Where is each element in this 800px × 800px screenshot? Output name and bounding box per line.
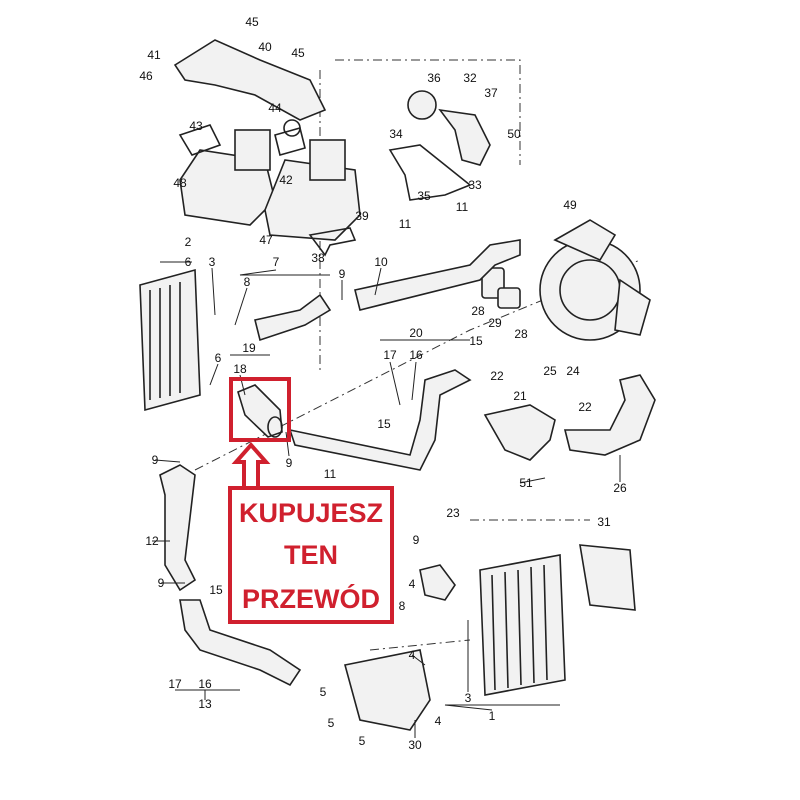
callout: 45 [291, 46, 305, 60]
charge-air-pipes [159, 239, 656, 687]
intercooler-right [344, 544, 636, 731]
callout: 7 [273, 255, 280, 269]
callout: 44 [268, 101, 282, 115]
callout: 26 [613, 481, 627, 495]
callout: 3 [209, 255, 216, 269]
callout: 17 [383, 348, 397, 362]
callout: 6 [185, 255, 192, 269]
callout: 13 [198, 697, 212, 711]
callout: 34 [389, 127, 403, 141]
callout: 9 [286, 456, 293, 470]
callout: 21 [513, 389, 527, 403]
callout: 4 [435, 714, 442, 728]
callout: 4 [409, 648, 416, 662]
callout: 11 [324, 467, 337, 481]
callout: 16 [198, 677, 212, 691]
callout: 29 [488, 316, 502, 330]
callout: 9 [413, 533, 420, 547]
callout: 3 [465, 691, 472, 705]
callout: 45 [245, 15, 259, 29]
callout: 35 [417, 189, 431, 203]
callout: 6 [215, 351, 222, 365]
callout: 32 [463, 71, 477, 85]
annotation-box [228, 486, 394, 624]
callout: 18 [233, 362, 247, 376]
callout: 8 [399, 599, 406, 613]
callout: 49 [563, 198, 577, 212]
callout: 20 [409, 326, 423, 340]
callout: 23 [446, 506, 460, 520]
callout: 8 [244, 275, 251, 289]
callout: 47 [259, 233, 273, 247]
callout: 50 [507, 127, 521, 141]
throttle-body-group [388, 90, 491, 201]
callout: 11 [399, 217, 412, 231]
callout: 31 [597, 515, 611, 529]
callout: 37 [484, 86, 498, 100]
callout: 30 [408, 738, 422, 752]
callout: 9 [152, 453, 159, 467]
annotation-line-1: KUPUJESZ [239, 498, 383, 528]
callout: 17 [168, 677, 182, 691]
arrow-up-icon [231, 441, 271, 488]
callout: 5 [320, 685, 327, 699]
callout: 22 [578, 400, 592, 414]
callout: 22 [490, 369, 504, 383]
callout: 5 [328, 716, 335, 730]
callout: 5 [359, 734, 366, 748]
callout: 40 [258, 40, 272, 54]
callout: 9 [158, 576, 165, 590]
intercooler-left [139, 268, 201, 412]
callout: 39 [355, 209, 369, 223]
callout: 51 [519, 476, 533, 490]
callout: 43 [189, 119, 203, 133]
callout: 46 [139, 69, 153, 83]
turbocharger [481, 219, 651, 341]
callout: 24 [566, 364, 580, 378]
highlight-box [229, 377, 291, 442]
callout: 15 [209, 583, 223, 597]
callout: 12 [145, 534, 159, 548]
callout: 15 [469, 334, 483, 348]
callout: 48 [173, 176, 187, 190]
callout: 16 [409, 348, 423, 362]
callout: 9 [339, 267, 346, 281]
callout: 15 [377, 417, 391, 431]
callout: 42 [279, 173, 293, 187]
callout: 10 [374, 255, 388, 269]
callout-numbers: 45 41 40 45 46 36 32 37 44 43 34 50 48 4… [139, 15, 627, 752]
callout: 25 [543, 364, 557, 378]
callout: 28 [471, 304, 485, 318]
annotation-line-3: PRZEWÓD [242, 583, 380, 614]
callout: 1 [489, 709, 496, 723]
leader-lines [152, 261, 621, 738]
annotation-line-2: TEN [284, 540, 338, 570]
callout: 11 [456, 200, 469, 214]
callout: 38 [311, 251, 325, 265]
callout: 2 [185, 235, 192, 249]
callout: 36 [427, 71, 441, 85]
callout: 41 [147, 48, 161, 62]
callout: 19 [242, 341, 256, 355]
callout: 4 [409, 577, 416, 591]
intake-manifold-group [173, 39, 361, 257]
purchase-annotation: KUPUJESZ TEN PRZEWÓD [228, 377, 394, 624]
callout: 33 [468, 178, 482, 192]
marked-hose [237, 384, 283, 438]
callout: 28 [514, 327, 528, 341]
